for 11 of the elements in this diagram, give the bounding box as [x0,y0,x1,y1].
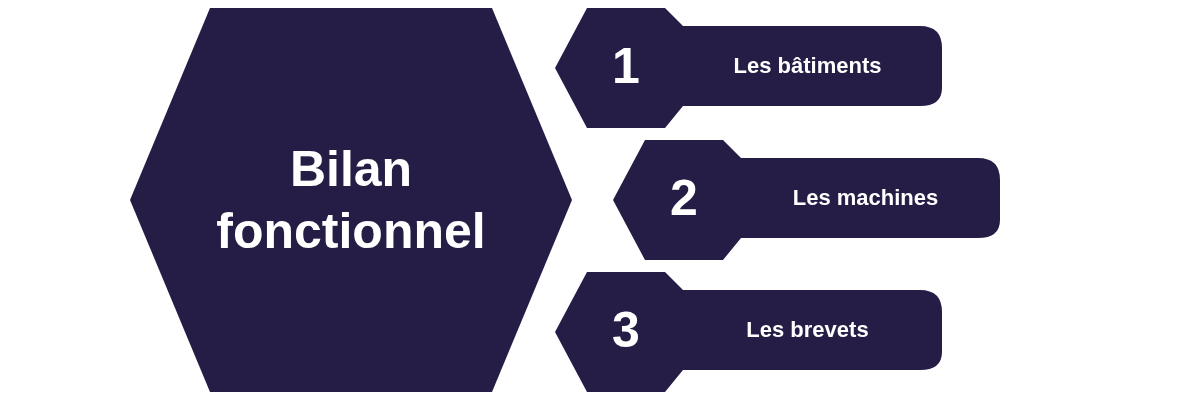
step-tag [613,140,1000,260]
step-label: Les brevets [745,316,870,344]
step-number: 2 [669,169,699,228]
step-number: 3 [611,301,641,360]
step-label: Les bâtiments [732,52,883,80]
hexagon-node [130,8,572,392]
step-label: Les machines [791,184,940,212]
title-text: Bilan fonctionnel [215,140,487,261]
step-tag [555,272,942,392]
step-tag [555,8,942,128]
step-number: 1 [611,37,641,96]
